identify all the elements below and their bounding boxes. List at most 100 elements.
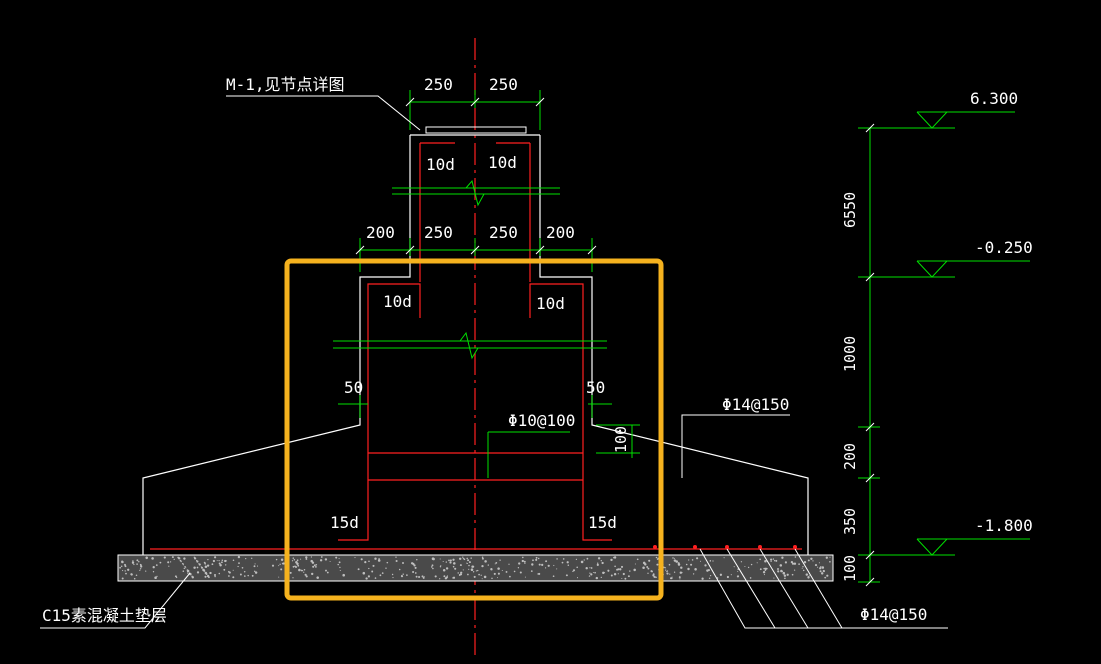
hatch-dot xyxy=(784,561,788,564)
hatch-dot xyxy=(232,569,234,571)
hatch-dot xyxy=(688,559,690,561)
hatch-dot xyxy=(744,565,746,568)
hatch-dot xyxy=(385,567,387,569)
hatch-dot xyxy=(656,558,659,560)
hatch-dot xyxy=(692,573,695,575)
hatch-dot xyxy=(289,571,292,574)
hatch-dot xyxy=(251,557,253,559)
hatch-dot xyxy=(610,558,613,562)
hatch-dot xyxy=(224,559,227,563)
hatch-dot xyxy=(431,557,435,560)
hatch-dot xyxy=(278,565,280,567)
hatch-dot xyxy=(530,570,533,572)
hatch-dot xyxy=(406,574,408,576)
hatch-dot xyxy=(791,573,794,576)
hatch-dot xyxy=(825,556,828,559)
hatch-dot xyxy=(293,558,296,561)
hatch-dot xyxy=(237,555,241,559)
hatch-dot xyxy=(596,563,599,566)
hatch-dot xyxy=(777,568,779,570)
hatch-dot xyxy=(241,566,244,569)
hatch-dot xyxy=(167,561,170,564)
hatch-dot xyxy=(782,571,786,575)
hatch-dot xyxy=(301,569,304,572)
vdim-100: 100 xyxy=(841,555,859,582)
hatch-dot xyxy=(467,559,470,562)
hatch-dot xyxy=(124,565,127,568)
hatch-dot xyxy=(212,559,216,563)
dim-cover-right: 50 xyxy=(586,378,605,397)
hatch-dot xyxy=(481,556,484,559)
hatch-dot xyxy=(829,556,831,558)
hatch-dot xyxy=(565,574,568,577)
dim-top-right: 250 xyxy=(489,75,518,94)
hatch-dot xyxy=(696,557,699,560)
hatch-dot xyxy=(315,564,318,566)
hatch-dot xyxy=(775,559,778,562)
hatch-dot xyxy=(586,557,589,560)
hatch-dot xyxy=(362,571,366,575)
hatch-dot xyxy=(449,561,452,564)
hatch-dot xyxy=(391,573,394,576)
hatch-dot xyxy=(810,557,813,560)
hatch-dot xyxy=(699,560,702,562)
hatch-dot xyxy=(151,557,154,560)
hatch-dot xyxy=(335,556,338,559)
hatch-dot xyxy=(305,575,308,578)
hatch-dot xyxy=(448,559,450,562)
hatch-dot xyxy=(454,567,457,570)
hatch-dot xyxy=(589,572,591,574)
hatch-dot xyxy=(228,570,230,573)
hatch-dot xyxy=(415,575,418,578)
hatch-dot xyxy=(244,575,246,577)
hatch-dot xyxy=(468,561,471,564)
anchor-10d-3: 10d xyxy=(383,292,412,311)
hatch-dot xyxy=(211,563,214,566)
hatch-dot xyxy=(452,565,455,568)
hatch-dot xyxy=(545,560,548,563)
hatch-dot xyxy=(793,569,796,571)
hatch-dot xyxy=(247,574,249,577)
hatch-dot xyxy=(759,558,761,561)
hatch-dot xyxy=(651,570,653,573)
dim-mid-2: 250 xyxy=(424,223,453,242)
hatch-dot xyxy=(434,575,437,578)
hatch-dot xyxy=(610,574,613,577)
hatch-dot xyxy=(416,558,418,561)
hatch-dot xyxy=(680,566,683,569)
hatch-dot xyxy=(783,574,787,577)
stirrup-label: Φ10@100 xyxy=(508,411,575,430)
hatch-dot xyxy=(621,578,623,579)
hatch-dot xyxy=(413,564,416,567)
hatch-dot xyxy=(812,560,814,562)
hatch-dot xyxy=(562,558,565,560)
hatch-dot xyxy=(423,576,425,578)
hatch-dot xyxy=(296,559,299,562)
hatch-dot xyxy=(275,558,278,561)
hatch-dot xyxy=(367,575,370,578)
vdim-6550: 6550 xyxy=(841,192,859,228)
hatch-dot xyxy=(139,564,142,566)
hatch-dot xyxy=(122,570,124,572)
hatch-dot xyxy=(673,571,676,573)
hatch-dot xyxy=(372,564,375,567)
hatch-dot xyxy=(439,578,441,580)
hatch-dot xyxy=(325,569,327,572)
hatch-dot xyxy=(198,563,201,566)
hatch-dot xyxy=(790,560,794,564)
hatch-dot xyxy=(807,576,809,578)
hatch-dot xyxy=(205,573,208,575)
hatch-dot xyxy=(624,577,627,580)
hatch-dot xyxy=(592,571,594,574)
hatch-dot xyxy=(421,575,424,578)
hatch-dot xyxy=(685,563,688,566)
anchor-10d-4: 10d xyxy=(536,294,565,313)
hatch-dot xyxy=(487,564,489,566)
hatch-dot xyxy=(357,568,360,571)
hatch-dot xyxy=(652,574,655,577)
hatch-dot xyxy=(537,557,540,560)
hatch-dot xyxy=(186,569,190,573)
hatch-dot xyxy=(763,567,766,570)
hatch-dot xyxy=(597,562,599,564)
